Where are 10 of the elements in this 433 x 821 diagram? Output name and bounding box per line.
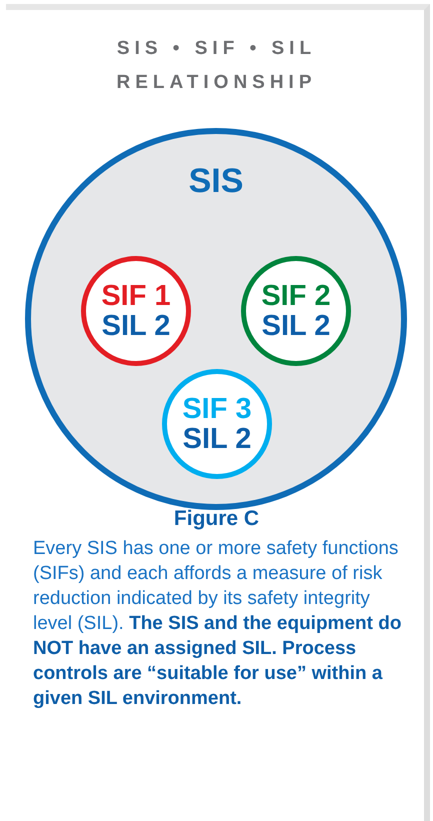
circle-heading: SIS bbox=[188, 164, 244, 200]
function-label: SIF 3 bbox=[182, 394, 252, 424]
level-label: SIL 2 bbox=[102, 311, 170, 342]
caption-text: Every SIS has one or more safety functions (SIFs) and each affords a measure of risk reduction indicated by its safety integrity level (SIL). The SIS and the equipment do NOT have an assigned SIL. Process controls are “suitable for use” within a given SIL environment. bbox=[33, 537, 402, 711]
level-label: SIL 2 bbox=[182, 424, 252, 454]
figure-label: Figure C bbox=[172, 508, 260, 530]
function-label: SIF 1 bbox=[101, 280, 171, 311]
title: SIS • SIF • SIL RELATIONSHIP bbox=[115, 37, 318, 95]
function-label: SIF 2 bbox=[261, 280, 331, 311]
level-label: SIL 2 bbox=[262, 311, 330, 342]
